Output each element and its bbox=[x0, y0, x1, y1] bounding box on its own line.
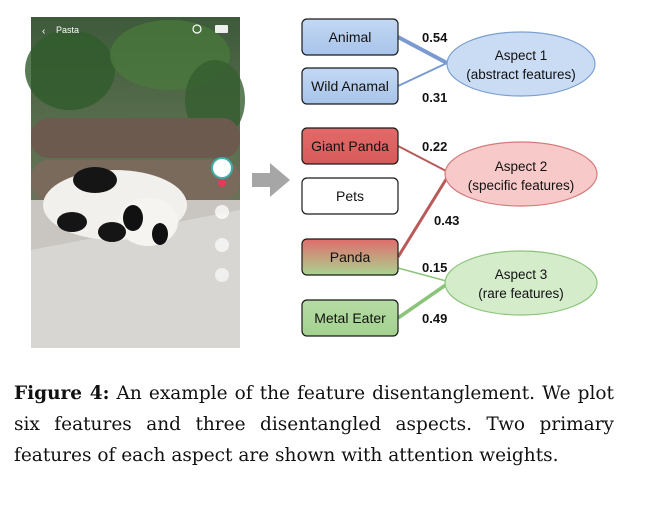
weight-label: 0.54 bbox=[422, 30, 448, 45]
aspect-title: Aspect 2 bbox=[495, 159, 548, 174]
feature-box-giant-panda: Giant Panda bbox=[301, 127, 399, 165]
follow-icon[interactable] bbox=[218, 179, 226, 187]
back-arrow-icon[interactable]: ‹ bbox=[42, 26, 45, 37]
feature-label: Panda bbox=[330, 249, 371, 265]
figure-caption: Figure 4: An example of the feature dise… bbox=[14, 378, 614, 471]
caption-text: An example of the feature disentanglemen… bbox=[14, 383, 614, 466]
feature-box-metal-eater: Metal Eater bbox=[301, 299, 399, 337]
feature-box-pets: Pets bbox=[301, 177, 399, 215]
weight-label: 0.43 bbox=[434, 213, 459, 228]
feature-box-wild-anamal: Wild Anamal bbox=[301, 67, 399, 105]
aspect-subtitle: (abstract features) bbox=[466, 67, 576, 82]
avatar[interactable] bbox=[211, 157, 233, 179]
panda-image bbox=[43, 167, 187, 246]
panda-video-screenshot: ‹ Pasta bbox=[25, 17, 245, 348]
feature-box-panda: Panda bbox=[301, 238, 399, 276]
aspect-subtitle: (specific features) bbox=[468, 178, 575, 193]
aspect-2: Aspect 2 (specific features) bbox=[444, 141, 598, 207]
figure-4: ‹ Pasta Animal Wild Anamal Giant Panda P… bbox=[25, 17, 598, 348]
feature-label: Wild Anamal bbox=[311, 78, 389, 94]
caption-label: Figure 4: bbox=[14, 383, 110, 404]
aspect-title: Aspect 1 bbox=[495, 48, 548, 63]
menu-icon[interactable] bbox=[215, 25, 228, 33]
arrow-icon bbox=[252, 163, 290, 197]
weight-label: 0.31 bbox=[422, 90, 447, 105]
feature-label: Pets bbox=[336, 188, 364, 204]
weight-label: 0.22 bbox=[422, 139, 447, 154]
search-icon[interactable] bbox=[192, 24, 202, 34]
aspect-subtitle: (rare features) bbox=[478, 286, 564, 301]
feature-label: Metal Eater bbox=[314, 310, 386, 326]
feature-box-animal: Animal bbox=[301, 18, 399, 56]
connectors bbox=[396, 35, 452, 320]
weight-label: 0.15 bbox=[422, 260, 447, 275]
aspect-title: Aspect 3 bbox=[495, 267, 548, 282]
weight-label: 0.49 bbox=[422, 311, 447, 326]
attention-weights: 0.54 0.31 0.22 0.43 0.15 0.49 bbox=[422, 30, 459, 326]
aspect-3: Aspect 3 (rare features) bbox=[444, 250, 598, 316]
back-label[interactable]: Pasta bbox=[56, 25, 79, 35]
feature-label: Giant Panda bbox=[311, 138, 389, 154]
comment-icon[interactable] bbox=[215, 238, 229, 252]
aspect-1: Aspect 1 (abstract features) bbox=[446, 31, 596, 97]
like-icon[interactable] bbox=[215, 205, 229, 219]
feature-label: Animal bbox=[329, 29, 372, 45]
share-icon[interactable] bbox=[215, 268, 229, 282]
